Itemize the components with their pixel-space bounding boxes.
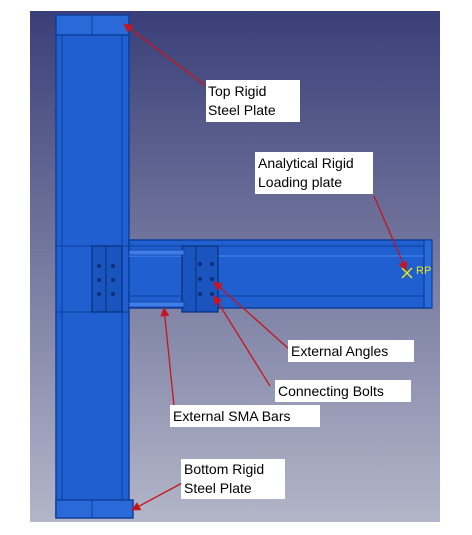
svg-text:Analytical Rigid: Analytical Rigid (258, 155, 354, 171)
svg-text:Loading plate: Loading plate (258, 174, 342, 190)
leader-lines (123, 23, 407, 511)
bottom-rigid-plate (55, 499, 134, 519)
label-top-plate: Top Rigid Steel Plate (206, 80, 300, 122)
svg-text:Bottom Rigid: Bottom Rigid (184, 461, 264, 477)
label-loading-plate: Analytical Rigid Loading plate (255, 152, 373, 194)
label-external-angles: External Angles (288, 340, 414, 362)
connecting-bolts (97, 262, 214, 296)
svg-text:External SMA Bars: External SMA Bars (173, 408, 291, 424)
svg-text:External Angles: External Angles (291, 343, 388, 359)
leader-bottom-plate (131, 481, 185, 511)
label-bottom-plate: Bottom Rigid Steel Plate (181, 459, 285, 499)
leader-top-plate (123, 23, 207, 87)
label-connecting-bolts: Connecting Bolts (275, 380, 411, 402)
external-sma-bars (128, 249, 185, 308)
loading-plate (423, 239, 433, 309)
external-angle-left (91, 245, 123, 313)
svg-text:Steel Plate: Steel Plate (184, 480, 252, 496)
svg-text:Steel Plate: Steel Plate (208, 102, 276, 118)
label-external-sma-bars: External SMA Bars (170, 405, 320, 427)
reference-point-label: RP (416, 265, 431, 277)
leader-loading-plate (373, 195, 407, 271)
leader-bolts (213, 295, 271, 387)
svg-text:Connecting Bolts: Connecting Bolts (278, 383, 384, 399)
leader-angles (213, 281, 291, 351)
leader-sma-bars (160, 307, 175, 407)
svg-text:Top Rigid: Top Rigid (208, 83, 266, 99)
